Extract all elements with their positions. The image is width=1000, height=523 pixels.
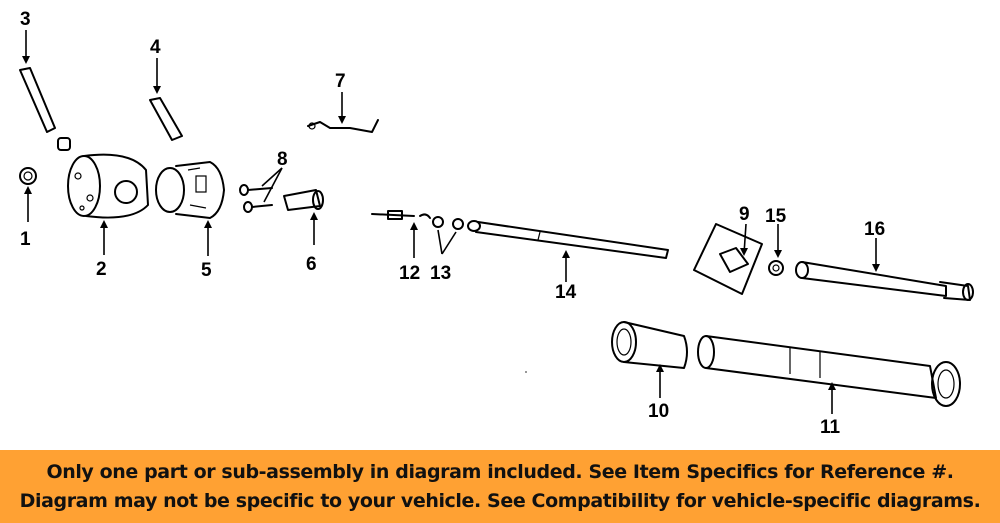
callout-12: 12 <box>399 263 420 284</box>
part-13-washers <box>432 216 464 230</box>
part-10-bushing <box>611 321 688 369</box>
part-15-nut <box>768 260 784 276</box>
callout-9: 9 <box>739 204 750 225</box>
callout-3: 3 <box>20 9 31 30</box>
part-5-housing <box>155 161 225 219</box>
part-2-cover <box>67 153 149 219</box>
callout-8: 8 <box>277 149 288 170</box>
callout-13: 13 <box>430 263 451 284</box>
callout-2: 2 <box>96 259 107 280</box>
part-6-lock-cylinder <box>283 189 324 211</box>
callout-4: 4 <box>150 37 161 58</box>
callout-5: 5 <box>201 260 212 281</box>
notice-banner: Only one part or sub-assembly in diagram… <box>0 450 1000 523</box>
part-3-lever <box>19 67 71 151</box>
part-7-bracket <box>307 119 379 133</box>
callout-15: 15 <box>765 206 787 227</box>
callout-1: 1 <box>20 229 31 250</box>
callout-16: 16 <box>864 219 885 240</box>
notice-line-2: Diagram may not be specific to your vehi… <box>19 490 981 512</box>
part-11-jacket <box>697 335 961 407</box>
callout-10: 10 <box>648 401 669 422</box>
callout-7: 7 <box>335 71 346 92</box>
part-14-shaft <box>467 220 669 259</box>
notice-line-1: Only one part or sub-assembly in diagram… <box>46 461 954 483</box>
callout-6: 6 <box>306 254 317 275</box>
part-9-yoke <box>693 223 763 295</box>
part-12-rod <box>371 210 431 220</box>
parts-diagram: 1 2 3 4 5 7 <box>19 9 974 438</box>
part-16-intermediate-shaft <box>795 261 974 301</box>
part-8-screws <box>239 184 273 213</box>
part-4-lever <box>149 97 183 141</box>
callout-14: 14 <box>555 282 577 303</box>
part-1-nut <box>19 167 37 185</box>
callout-11: 11 <box>820 417 841 438</box>
